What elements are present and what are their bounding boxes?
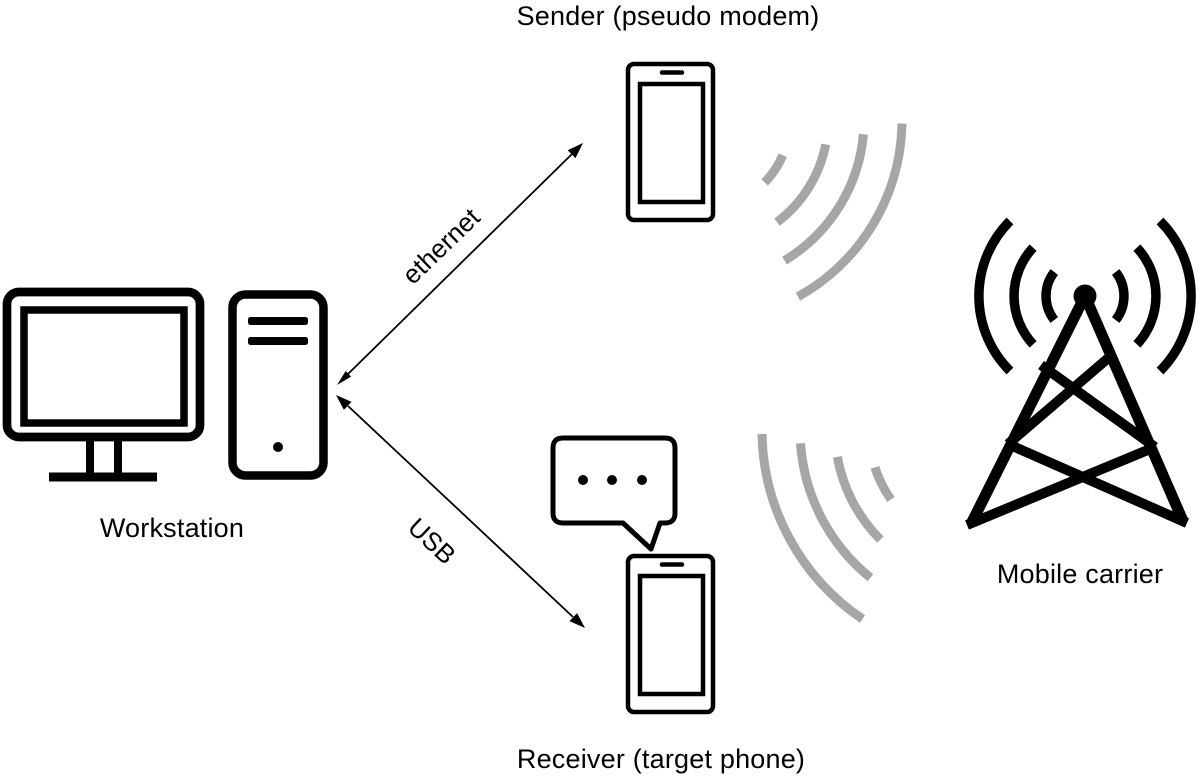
tower-leg bbox=[1079, 293, 1189, 524]
usb-arrow-line bbox=[347, 405, 574, 618]
broadcast-arc bbox=[1009, 244, 1037, 348]
broadcast-arc bbox=[1133, 244, 1161, 348]
wave-arc bbox=[795, 123, 907, 301]
broadcast-arc bbox=[1156, 217, 1196, 375]
receiver-signal-waves-icon bbox=[757, 433, 895, 623]
sms-bubble-icon bbox=[550, 435, 678, 552]
usb-arrow bbox=[336, 395, 585, 628]
wave-arc bbox=[757, 433, 866, 623]
tower-brace bbox=[1004, 350, 1117, 448]
broadcast-arc bbox=[1041, 269, 1059, 323]
broadcast-arc bbox=[1111, 269, 1129, 323]
pc-tower-icon bbox=[228, 290, 328, 480]
pc-vent-slot bbox=[248, 337, 308, 345]
pc-vent-slot bbox=[248, 317, 308, 325]
power-button-dot bbox=[273, 442, 283, 452]
sender-label: Sender (pseudo modem) bbox=[516, 1, 820, 31]
tower-brace bbox=[1005, 439, 1190, 528]
carrier-label: Mobile carrier bbox=[996, 559, 1164, 589]
receiver-label: Receiver (target phone) bbox=[516, 744, 806, 774]
wave-arc bbox=[870, 465, 895, 502]
arrowhead-icon bbox=[337, 371, 352, 385]
broadcast-arc bbox=[974, 217, 1014, 375]
arrowhead-icon bbox=[336, 395, 352, 410]
bubble-dot bbox=[607, 475, 617, 485]
bubble-dot bbox=[578, 475, 588, 485]
tower-brace bbox=[1038, 360, 1158, 452]
sender-phone-icon bbox=[628, 64, 713, 220]
monitor-screen bbox=[20, 306, 188, 427]
workstation-label: Workstation bbox=[99, 513, 245, 543]
speech-bubble bbox=[550, 435, 678, 552]
cell-tower-icon bbox=[965, 217, 1196, 530]
wave-arc bbox=[782, 133, 868, 265]
tower-brace bbox=[965, 442, 1157, 530]
arrowhead-icon bbox=[567, 143, 583, 159]
arrowhead-icon bbox=[569, 613, 585, 628]
bubble-dot bbox=[637, 475, 647, 485]
wave-arc bbox=[796, 442, 874, 582]
sender-signal-waves-icon bbox=[761, 123, 907, 301]
receiver-phone-icon bbox=[628, 556, 713, 712]
monitor-icon bbox=[2, 287, 205, 482]
wave-arc bbox=[774, 143, 831, 226]
ethernet-arrow-line bbox=[347, 153, 573, 375]
tower-leg bbox=[967, 293, 1090, 525]
ethernet-arrow bbox=[337, 143, 583, 385]
wave-arc bbox=[832, 456, 884, 543]
wave-arc bbox=[761, 153, 787, 186]
